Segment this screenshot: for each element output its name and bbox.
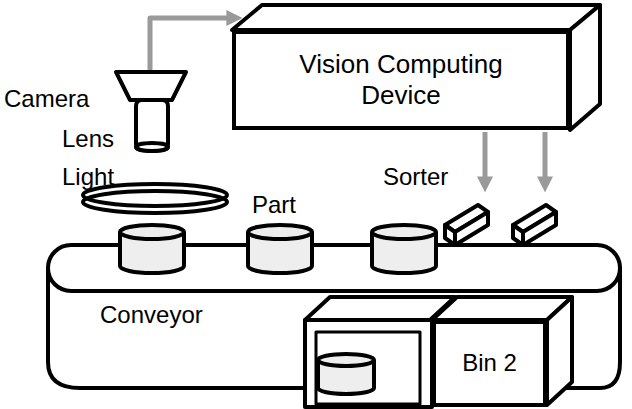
node-text: Vision Computing Device	[286, 49, 516, 111]
signal-arrow	[150, 18, 236, 70]
part-top	[248, 225, 312, 239]
bin-side	[547, 297, 572, 405]
camera-body	[116, 72, 186, 100]
signal-arrow	[543, 132, 548, 186]
signal-arrow	[483, 132, 488, 186]
part-top	[372, 225, 436, 239]
conveyor-label: Conveyor	[100, 302, 203, 328]
device-top	[232, 5, 600, 30]
bin-top	[305, 297, 455, 320]
lens-label: Lens	[62, 126, 114, 152]
sorter	[445, 225, 455, 245]
camera-label: Camera	[4, 86, 89, 112]
part-top	[120, 225, 184, 239]
part-top	[318, 354, 374, 366]
bin-box: Bin 2	[432, 320, 547, 407]
sorter-label: Sorter	[383, 164, 448, 190]
computing-device-box: Vision Computing Device	[232, 30, 570, 130]
bin	[305, 320, 432, 407]
light-label: Light	[62, 164, 114, 190]
sorter	[513, 225, 523, 245]
device-side	[570, 5, 600, 130]
lens-glass	[136, 143, 168, 151]
part-label: Part	[252, 192, 296, 218]
sorter	[523, 212, 556, 245]
bin-inner	[316, 332, 420, 404]
ring-light	[83, 191, 227, 213]
node-text: Bin 2	[462, 349, 517, 378]
lens	[136, 100, 168, 150]
sorter	[455, 212, 488, 245]
